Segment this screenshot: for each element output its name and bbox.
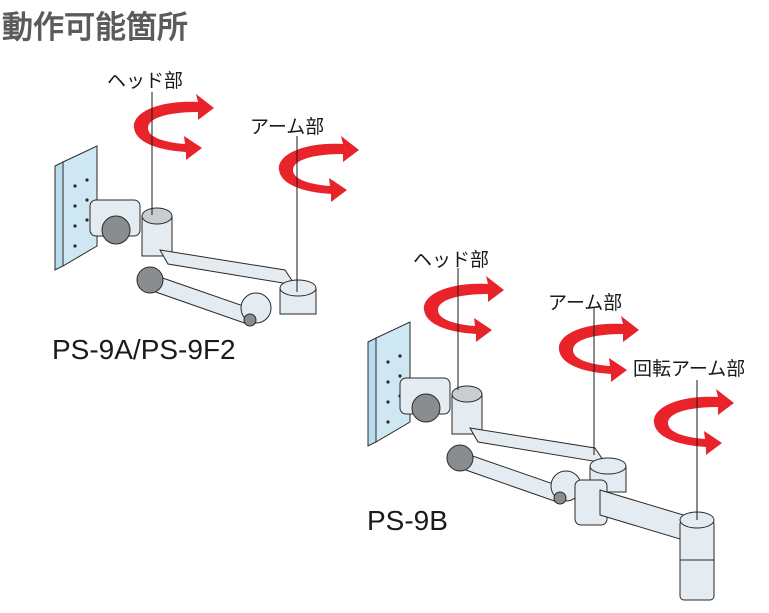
figure-ps-9a <box>54 92 359 327</box>
label-head-part: ヘッド部 <box>107 70 184 92</box>
rotation-arrow-icon <box>278 136 359 202</box>
rotation-arrow-icon <box>558 316 639 382</box>
label-arm-part: アーム部 <box>250 116 325 138</box>
monitor-arm-illustration <box>89 199 317 327</box>
page-title: 動作可能箇所 <box>2 10 188 46</box>
figure-ps-9b <box>367 268 734 601</box>
model-label: PS-9B <box>367 505 448 536</box>
label-arm-part: アーム部 <box>548 292 623 314</box>
rotation-arrow-icon <box>423 276 504 342</box>
rotation-arrow-icon <box>133 94 214 160</box>
label-rotary-arm-part: 回転アーム部 <box>633 358 746 380</box>
model-label: PS-9A/PS-9F2 <box>52 334 236 365</box>
label-head-part: ヘッド部 <box>413 249 490 271</box>
rotation-arrow-icon <box>653 389 734 455</box>
